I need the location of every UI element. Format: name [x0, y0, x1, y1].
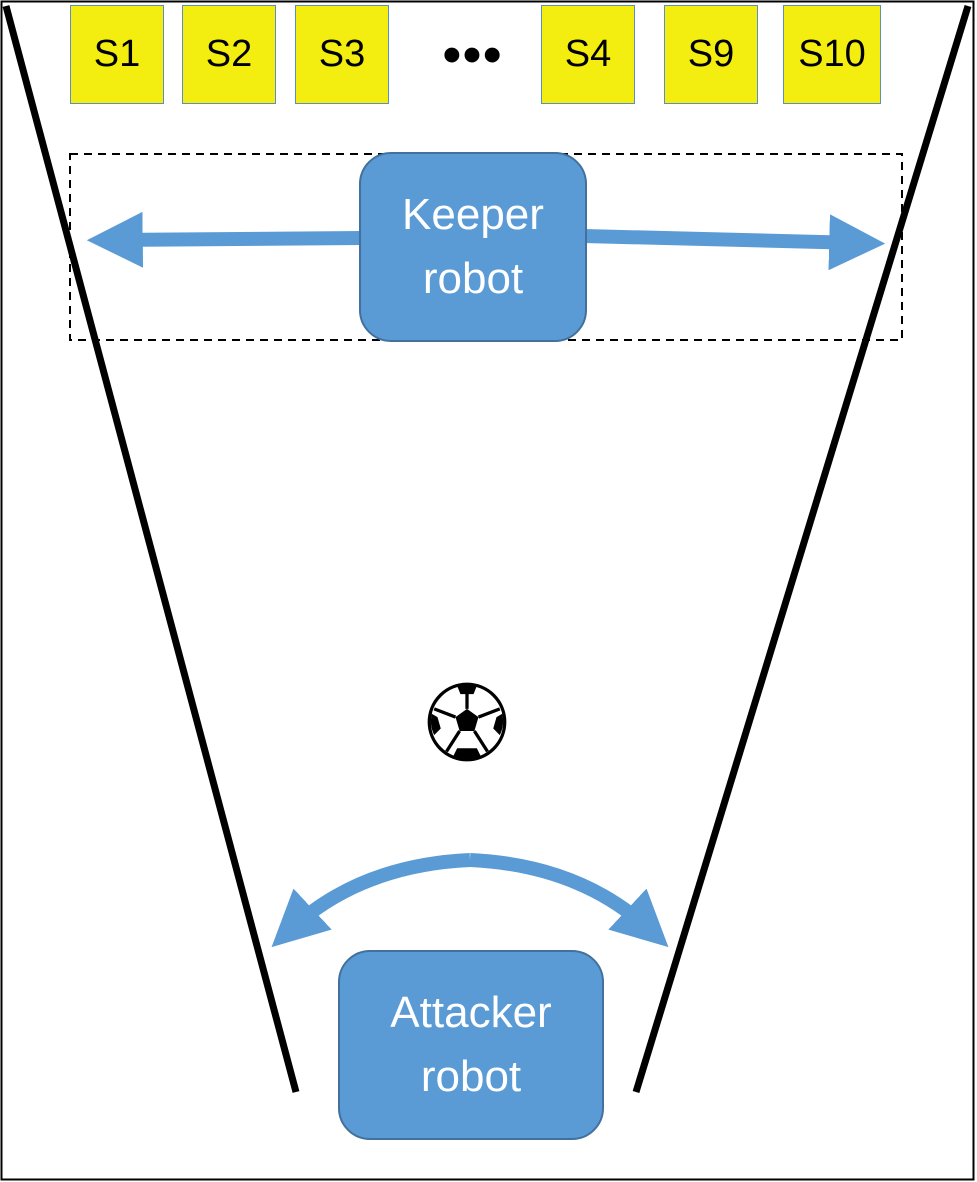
soccer-ball-icon: [427, 682, 507, 762]
sensor-s4: S4: [541, 5, 635, 104]
attacker-swing-arrow-left: [271, 853, 471, 948]
sensor-s2: S2: [182, 5, 276, 104]
attacker-robot-label-line1: Attacker: [390, 988, 552, 1038]
attacker-robot-label-line2: robot: [420, 1052, 522, 1101]
keeper-left-arrow: [86, 211, 363, 268]
right-boundary-line: [632, 4, 972, 1094]
sensor-s3: S3: [295, 5, 389, 104]
sensor-s10: S10: [783, 5, 881, 104]
sensor-s1: S1: [70, 5, 164, 104]
keeper-robot-label-line2: robot: [422, 254, 524, 303]
sensor-label: S4: [564, 33, 612, 75]
sensor-label: S10: [798, 33, 866, 75]
sensor-s9: S9: [664, 5, 758, 104]
sensor-ellipsis: •••: [442, 25, 504, 84]
left-boundary-line: [2, 5, 300, 1093]
keeper-robot-label-line1: Keeper: [402, 190, 544, 240]
sensor-label: S2: [205, 33, 253, 75]
sensor-label: S3: [318, 33, 366, 75]
sensor-label: S9: [687, 33, 735, 75]
attacker-swing-arrow-right: [469, 853, 669, 948]
sensor-label: S1: [93, 33, 141, 75]
attacker-robot: Attacker robot: [338, 950, 604, 1140]
keeper-right-arrow: [583, 214, 886, 271]
keeper-robot: Keeper robot: [359, 152, 587, 342]
